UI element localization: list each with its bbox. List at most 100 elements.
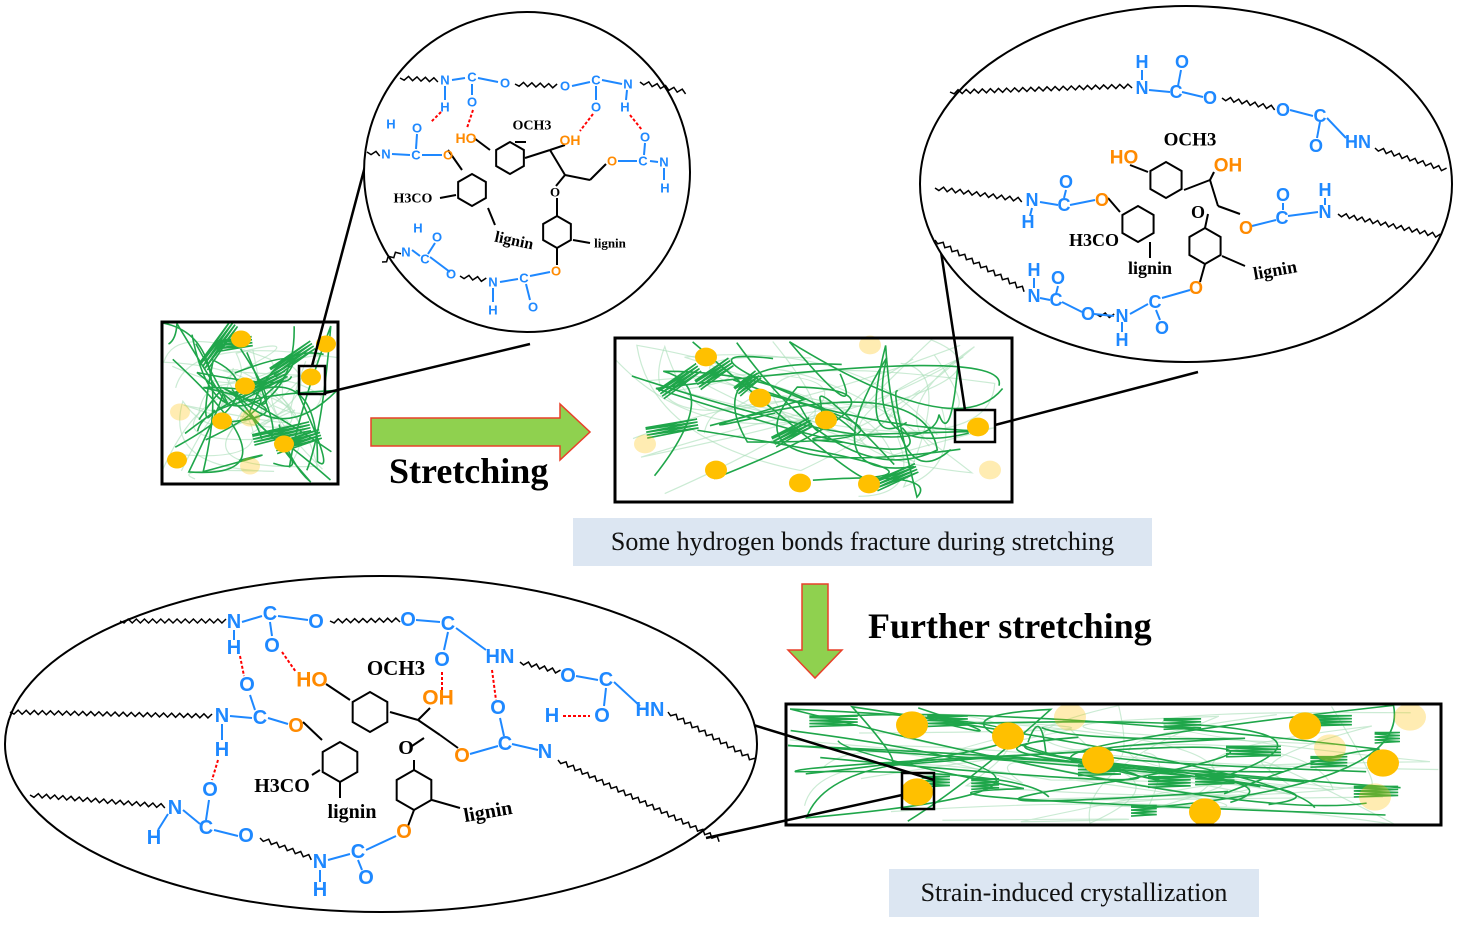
hard-domain-dot bbox=[170, 403, 190, 421]
atom-label-n: N bbox=[1026, 190, 1039, 210]
chemical-bond bbox=[1316, 121, 1321, 139]
hard-domain-dot bbox=[301, 368, 321, 386]
atom-label-o: O bbox=[1175, 52, 1189, 72]
hard-domain-dot bbox=[789, 473, 811, 493]
chemical-bond bbox=[1029, 207, 1033, 217]
chemical-bond bbox=[439, 734, 459, 749]
wavy-polymer-chain bbox=[639, 80, 687, 95]
faint-polymer-chain bbox=[823, 737, 1257, 798]
atom-label-c: C bbox=[1314, 106, 1327, 126]
atom-label-o: O bbox=[1191, 202, 1205, 222]
hard-domain-dot bbox=[695, 347, 717, 367]
atom-label-o: O bbox=[264, 635, 280, 657]
down-arrow-icon bbox=[786, 583, 844, 680]
chemical-bond bbox=[429, 256, 451, 273]
atom-label-o: O bbox=[560, 79, 570, 94]
atom-label-h: H bbox=[660, 181, 669, 196]
atom-label-o: O bbox=[1276, 100, 1290, 120]
chemical-bond bbox=[1209, 179, 1219, 207]
hard-domain-dot bbox=[859, 335, 881, 355]
crystalline-lamella bbox=[233, 367, 288, 404]
hard-domain-dot bbox=[274, 435, 294, 453]
chemical-bond bbox=[1039, 297, 1051, 301]
hydrogen-bond-dashed-line bbox=[466, 109, 474, 129]
chemical-bond bbox=[451, 77, 466, 81]
chemical-bond bbox=[365, 835, 397, 851]
atom-label-o: O bbox=[1309, 136, 1323, 156]
atom-label-n: N bbox=[1028, 286, 1041, 306]
atom-label-h: H bbox=[147, 827, 161, 849]
hard-domain-dot bbox=[992, 722, 1024, 750]
atom-label-h: H bbox=[440, 100, 449, 115]
box-border bbox=[160, 320, 340, 486]
wavy-polymer-chain bbox=[329, 617, 401, 624]
chemical-bond bbox=[357, 859, 363, 871]
atom-label-n: N bbox=[440, 73, 449, 88]
chemical-bond bbox=[499, 717, 505, 737]
chemical-bond bbox=[473, 137, 491, 151]
wavy-polymer-chain bbox=[667, 711, 756, 761]
benzene-ring bbox=[1121, 204, 1155, 244]
chemical-bond bbox=[549, 144, 566, 151]
wavy-polymer-chain bbox=[259, 837, 312, 861]
faint-polymer-chain bbox=[223, 369, 323, 470]
atom-label-h: H bbox=[1319, 180, 1332, 200]
hard-domain-dot bbox=[1289, 712, 1321, 740]
atom-label-c: C bbox=[351, 841, 365, 863]
atom-label-h: H bbox=[413, 221, 422, 236]
chemical-bond bbox=[447, 149, 463, 171]
atom-label-o: O bbox=[550, 185, 560, 200]
crystalline-lamella bbox=[198, 320, 239, 371]
atom-label-hn: HN bbox=[1345, 132, 1371, 152]
chemical-bond bbox=[325, 683, 351, 701]
zoom-region-box bbox=[900, 771, 936, 811]
chemical-bond bbox=[1055, 285, 1059, 295]
wavy-polymer-chain bbox=[934, 239, 1025, 292]
atom-label-o: O bbox=[446, 267, 456, 282]
atom-label-h: H bbox=[386, 117, 395, 132]
wavy-polymer-chain bbox=[366, 150, 381, 157]
chemical-bond bbox=[1251, 219, 1277, 227]
atom-label-o: O bbox=[1189, 278, 1203, 298]
chemical-bond bbox=[267, 717, 289, 725]
crystalline-lamella bbox=[971, 778, 1000, 791]
faint-polymer-chain bbox=[860, 711, 1431, 791]
connector-line bbox=[310, 139, 374, 367]
atom-label-c: C bbox=[591, 73, 601, 88]
zoom-ellipse-stretched bbox=[919, 5, 1453, 363]
atom-label-o: O bbox=[443, 148, 453, 163]
polymer-chain bbox=[907, 708, 1161, 822]
atom-label-o: O bbox=[560, 665, 576, 687]
stretched-polymer-box bbox=[613, 335, 1014, 504]
atom-label-c: C bbox=[263, 603, 277, 625]
chemical-bond bbox=[613, 681, 641, 707]
chemical-bond bbox=[391, 153, 411, 156]
polymer-chain bbox=[162, 322, 263, 473]
further-stretched-polymer-box bbox=[784, 702, 1443, 827]
atom-label-o: O bbox=[1276, 185, 1290, 205]
hard-domain-dot bbox=[815, 410, 837, 430]
atom-label-c: C bbox=[1149, 292, 1162, 312]
atom-label-h: H bbox=[313, 879, 327, 901]
atom-label-o: O bbox=[467, 95, 477, 110]
chemical-bond bbox=[443, 631, 449, 651]
atom-label-n: N bbox=[1319, 202, 1332, 222]
chemical-bond bbox=[1148, 89, 1171, 93]
atom-label-h3co: H3CO bbox=[254, 775, 310, 797]
wavy-polymer-chain bbox=[1221, 96, 1276, 111]
atom-label-o: O bbox=[591, 100, 601, 115]
chemical-bond bbox=[1061, 301, 1083, 313]
atom-label-ho: HO bbox=[296, 669, 328, 692]
atom-label-o: O bbox=[551, 264, 561, 279]
crystalline-lamella bbox=[770, 417, 814, 448]
chemical-bond bbox=[249, 694, 256, 711]
chemical-bond bbox=[575, 675, 599, 681]
chemical-bond bbox=[455, 627, 487, 651]
crystalline-lamella bbox=[809, 715, 858, 728]
benzene-ring bbox=[1149, 160, 1183, 200]
chemical-bond bbox=[649, 160, 659, 163]
chemical-bond bbox=[417, 719, 441, 736]
atom-label-o: O bbox=[1239, 218, 1253, 238]
crystalline-lamella bbox=[1195, 773, 1235, 786]
polymer-chain bbox=[839, 713, 1380, 795]
